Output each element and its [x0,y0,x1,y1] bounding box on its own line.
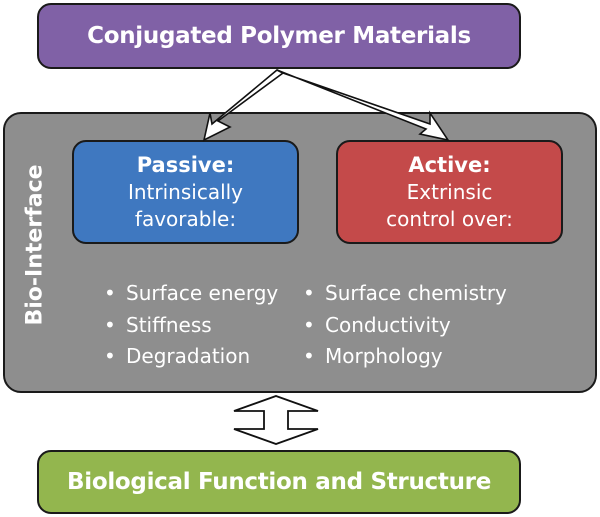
active-item-label: Conductivity [325,312,451,337]
bullet-icon: • [303,344,315,368]
passive-box: Passive: Intrinsically favorable: [72,140,299,244]
passive-heading: Passive: [136,152,235,177]
passive-property-list: • Surface energy • Stiffness • Degradation [104,278,278,373]
active-box: Active: Extrinsic control over: [336,140,563,244]
active-line-2: control over: [386,206,513,231]
top-box-label: Conjugated Polymer Materials [87,23,471,49]
active-heading: Active: [408,152,491,177]
passive-line-1: Intrinsically [127,179,244,204]
active-item-label: Surface chemistry [325,281,507,305]
active-item-label: Morphology [325,344,443,368]
list-item: • Morphology [303,341,507,373]
passive-line-2: favorable: [134,206,237,231]
list-item: • Conductivity [303,310,507,342]
passive-item-label: Surface energy [126,281,279,305]
passive-item-label: Stiffness [126,312,212,337]
biological-function-box: Biological Function and Structure [37,450,521,514]
passive-item-label: Degradation [126,344,251,368]
list-item: • Stiffness [104,310,278,342]
bottom-box-label: Biological Function and Structure [67,469,491,495]
conjugated-polymer-materials-box: Conjugated Polymer Materials [37,3,521,69]
bio-interface-label: Bio-Interface [22,164,48,326]
bullet-icon: • [104,312,116,337]
bullet-icon: • [104,344,116,368]
bullet-icon: • [303,312,315,337]
list-item: • Surface energy [104,278,278,310]
active-property-list: • Surface chemistry • Conductivity • Morpho… [303,278,507,373]
bullet-icon: • [303,281,315,305]
bullet-icon: • [104,281,116,305]
active-line-1: Extrinsic [406,179,493,204]
list-item: • Degradation [104,341,278,373]
list-item: • Surface chemistry [303,278,507,310]
bidirectional-arrow-icon [233,395,319,445]
